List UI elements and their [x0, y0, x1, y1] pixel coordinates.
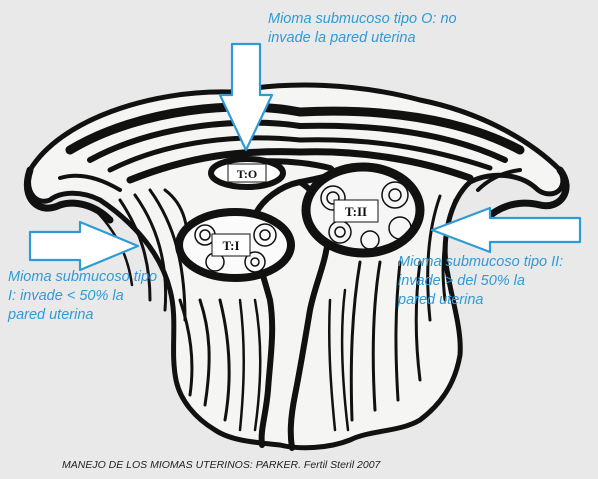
label-type-1: T:I	[222, 238, 239, 253]
annotation-type-0: Mioma submucoso tipo O: no invade la par…	[268, 10, 568, 48]
label-type-2: T:II	[345, 204, 367, 219]
label-type-0: T:O	[237, 167, 257, 181]
source-citation: MANEJO DE LOS MIOMAS UTERINOS: PARKER. F…	[62, 459, 380, 471]
annotation-type-1: Mioma submucoso tipo I: invade < 50% la …	[8, 268, 228, 325]
arrow-right-icon	[30, 222, 138, 270]
arrow-left-icon	[432, 208, 580, 252]
annotation-type-2: Mioma submucoso tipo II: invade > del 50…	[398, 253, 598, 310]
